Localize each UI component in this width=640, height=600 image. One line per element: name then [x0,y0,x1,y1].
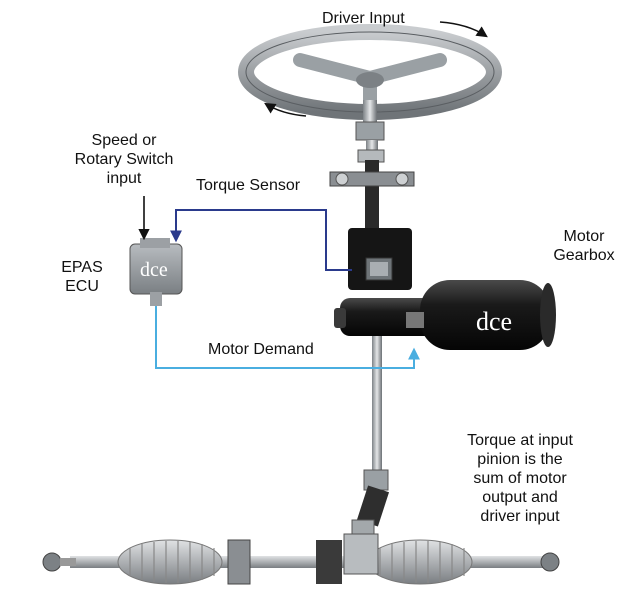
steering-column [329,100,415,230]
driver-input-label: Driver Input [322,10,405,27]
intermediate-shaft [351,336,390,541]
epas-ecu-label: EPAS ECU [52,258,112,296]
torque-note-line-2: pinion is the [477,451,563,468]
steering-rack [42,533,560,585]
torque-sensor-label: Torque Sensor [196,177,301,194]
motor-demand-wire [155,306,420,369]
epas-ecu-line-2: ECU [65,278,99,295]
epas-ecu [129,238,183,306]
motor-logo: dce [476,307,512,336]
speed-switch-line-1: Speed or [91,132,157,149]
motor-gearbox-line-2: Gearbox [553,247,615,264]
rotation-arrow-top [439,21,488,38]
speed-switch-label: Speed or Rotary Switch input [64,131,184,188]
motor-gearbox-line-1: Motor [563,228,605,245]
torque-note-line-5: driver input [480,508,560,525]
epas-ecu-line-1: EPAS [61,259,103,276]
torque-note-line-3: sum of motor [473,470,567,487]
torque-note-line-4: output and [482,489,558,506]
motor-gearbox [334,280,556,350]
torque-sensor-housing [348,228,412,290]
speed-switch-line-3: input [106,170,142,187]
rotation-arrow-bottom [264,102,307,117]
motor-demand-label: Motor Demand [208,341,314,358]
torque-note-label: Torque at input pinion is the sum of mot… [450,431,590,526]
torque-note-line-1: Torque at input [467,432,573,449]
ecu-logo: dce [140,259,168,281]
motor-gearbox-label: Motor Gearbox [544,227,624,265]
speed-switch-line-2: Rotary Switch [74,151,174,168]
torque-sensor-wire [170,209,352,271]
